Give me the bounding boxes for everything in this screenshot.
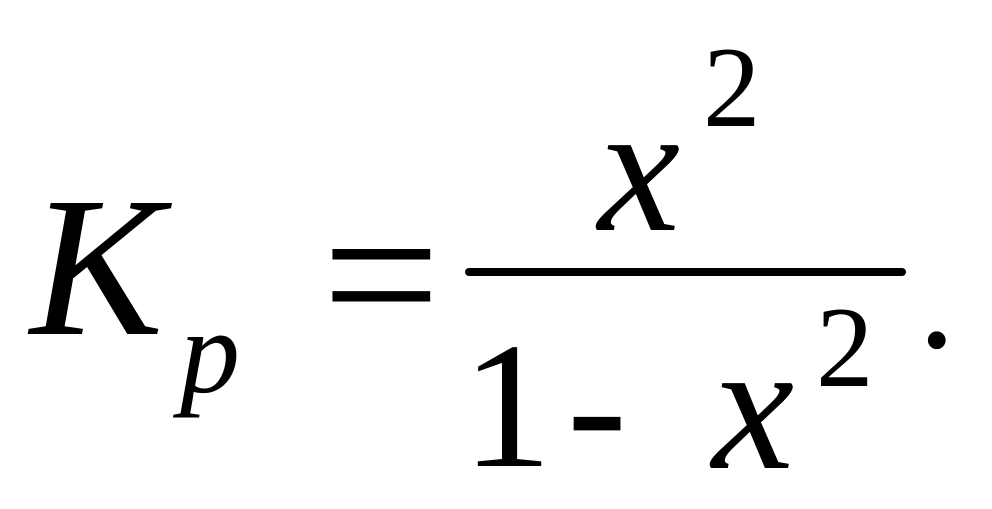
equals-sign: = [322,159,441,391]
p-subscript: p [180,285,240,418]
k-symbol: K [30,157,164,378]
denominator-exponent: 2 [816,284,874,411]
fraction-bar [465,268,906,276]
numerator-variable: x [598,66,681,271]
denominator-variable: x [712,304,795,509]
minus-sign: - [567,306,627,505]
terminal-period: . [918,214,956,380]
denominator-constant: 1 [462,306,552,505]
numerator-exponent: 2 [703,24,761,151]
